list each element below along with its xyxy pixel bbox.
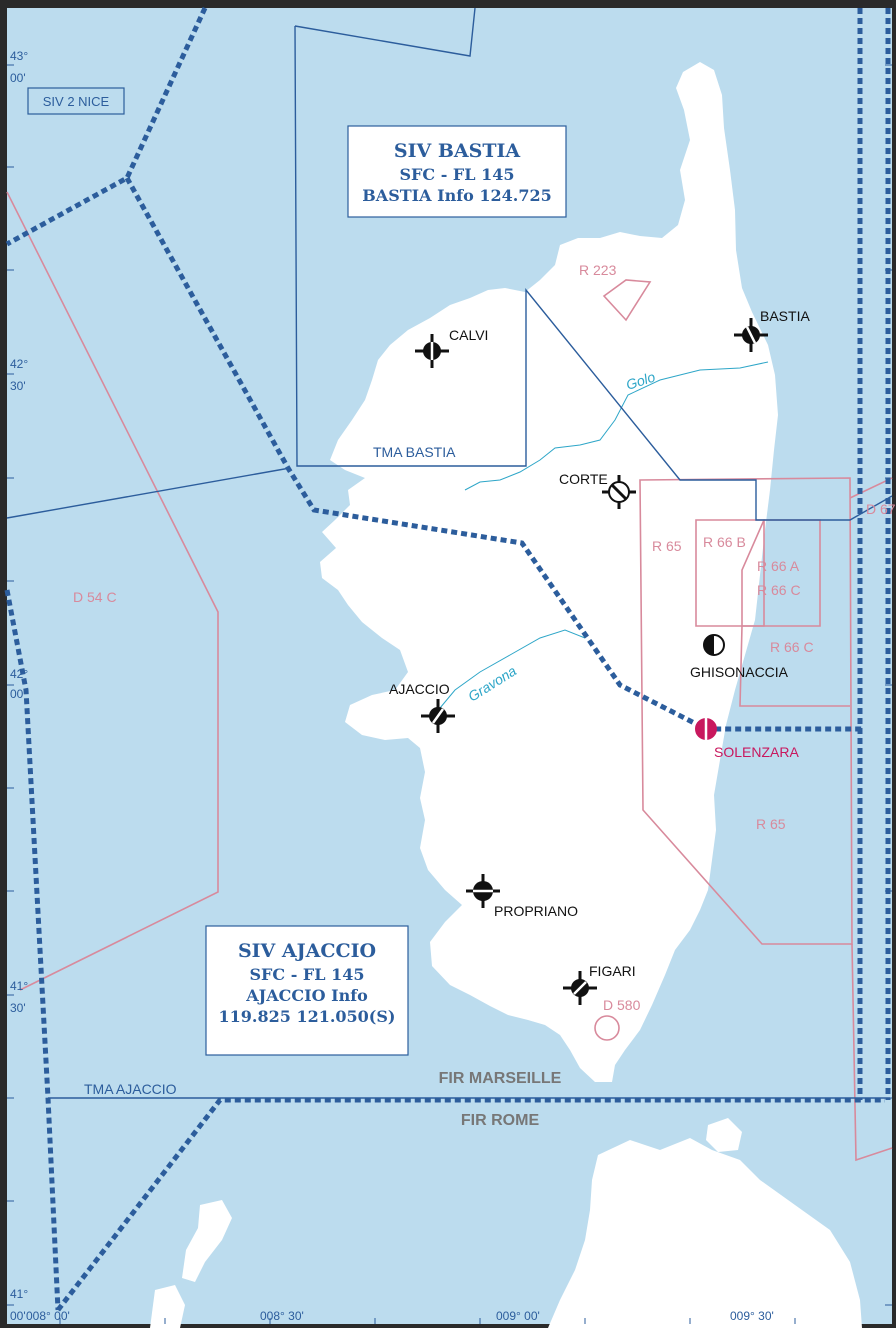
gravona-river (439, 629, 586, 709)
airfield-symbols (415, 318, 768, 1005)
zone-r66c-label-inner: R 66 C (757, 582, 801, 598)
lon-label-008-00: 008° 00' (26, 1309, 70, 1323)
rivers (439, 361, 769, 709)
siv-ajaccio-box: SIV AJACCIO SFC - FL 145 AJACCIO Info 11… (205, 925, 409, 1056)
golo-river (464, 361, 769, 491)
lat-label-42-30-deg: 42° (10, 357, 28, 371)
fir-boundaries (4, 6, 891, 1312)
airfield-ghisonaccia-label: GHISONACCIA (690, 664, 789, 680)
fir-rome-label: FIR ROME (461, 1112, 540, 1129)
aerodrome-ghisonaccia-icon (703, 634, 725, 656)
zone-r65 (639, 477, 853, 945)
tma-ajaccio-label: TMA AJACCIO (84, 1081, 177, 1097)
zone-d67 (849, 477, 893, 499)
zone-r66b-label: R 66 B (703, 534, 746, 550)
tma-west-line (6, 467, 291, 519)
aerodrome-propriano-icon (466, 874, 500, 908)
aerodrome-bastia-icon (734, 318, 768, 352)
siv-bastia-levels: SFC - FL 145 (399, 165, 514, 184)
labels: 43° 00' 42° 30' 42° 00' 41° 30' 41° 00' … (10, 49, 896, 1323)
siv-west-boundary (4, 589, 61, 1311)
tma-bastia-west-edge (294, 25, 893, 521)
airfield-propriano-label: PROPRIANO (494, 903, 578, 919)
airfield-ajaccio-label: AJACCIO (389, 681, 450, 697)
lat-label-41-30-deg: 41° (10, 979, 28, 993)
aerodrome-figari-icon (563, 971, 597, 1005)
aerodrome-ajaccio-icon (421, 699, 455, 733)
lat-label-41-30-min: 30' (10, 1001, 26, 1015)
zone-d67-label: D 67 (866, 501, 896, 517)
lat-label-43-00-deg: 43° (10, 49, 28, 63)
siv-nice-box (27, 87, 125, 115)
island-northwest (150, 1285, 185, 1328)
aerodrome-corte-icon (602, 475, 636, 509)
zone-r65-south-label: R 65 (756, 816, 786, 832)
aerodrome-solenzara-icon (695, 718, 717, 740)
siv-ajaccio-info: AJACCIO Info (245, 986, 368, 1005)
airfield-figari-label: FIGARI (589, 963, 636, 979)
zone-d580-label: D 580 (603, 997, 641, 1013)
siv-bastia-box: SIV BASTIA SFC - FL 145 BASTIA Info 124.… (347, 125, 567, 218)
zone-d54c (6, 191, 219, 991)
corsica-land (320, 62, 778, 1082)
zone-r223-label: R 223 (579, 262, 617, 278)
siv-ajaccio-levels: SFC - FL 145 (249, 965, 364, 984)
island-asinara (182, 1200, 232, 1282)
lat-label-41-00-min: 00' (10, 1309, 26, 1323)
siv-nice-label: SIV 2 NICE (43, 94, 110, 109)
siv-ajaccio-title: SIV AJACCIO (238, 940, 376, 962)
zone-r66a-label: R 66 A (757, 558, 800, 574)
zone-r223 (602, 279, 652, 322)
zone-d54c-label: D 54 C (73, 589, 117, 605)
lat-label-43-00-min: 00' (10, 71, 26, 85)
aerodrome-calvi-icon (415, 334, 449, 368)
siv-north-boundary (5, 6, 208, 247)
sardinia-land (548, 1138, 862, 1328)
zone-r65-north-label: R 65 (652, 538, 682, 554)
lat-label-42-00-deg: 42° (10, 667, 28, 681)
lat-label-42-00-min: 00' (10, 687, 26, 701)
airfield-solenzara-label: SOLENZARA (714, 744, 799, 760)
airfield-corte-label: CORTE (559, 471, 608, 487)
lon-label-009-00: 009° 00' (496, 1309, 540, 1323)
fir-marseille-label: FIR MARSEILLE (439, 1070, 562, 1087)
airfield-bastia-label: BASTIA (760, 308, 810, 324)
zone-d67-east (851, 943, 893, 1162)
lon-label-008-30: 008° 30' (260, 1309, 304, 1323)
zone-r66c-label: R 66 C (770, 639, 814, 655)
tma-bastia-boundary (294, 7, 476, 57)
lat-label-41-00-deg: 41° (10, 1287, 28, 1301)
siv-bastia-title: SIV BASTIA (394, 140, 521, 162)
zone-d580 (594, 1015, 620, 1041)
lon-label-009-30: 009° 30' (730, 1309, 774, 1323)
siv-bastia-freq: BASTIA Info 124.725 (362, 186, 551, 205)
lat-label-42-30-min: 30' (10, 379, 26, 393)
tma-bastia-label: TMA BASTIA (373, 444, 456, 460)
zone-r66c (739, 625, 850, 707)
island-maddalena (706, 1118, 742, 1152)
fir-marseille-rome-boundary (56, 1097, 885, 1312)
airfield-calvi-label: CALVI (449, 327, 488, 343)
siv-ajaccio-freqs: 119.825 121.050(S) (219, 1007, 396, 1026)
